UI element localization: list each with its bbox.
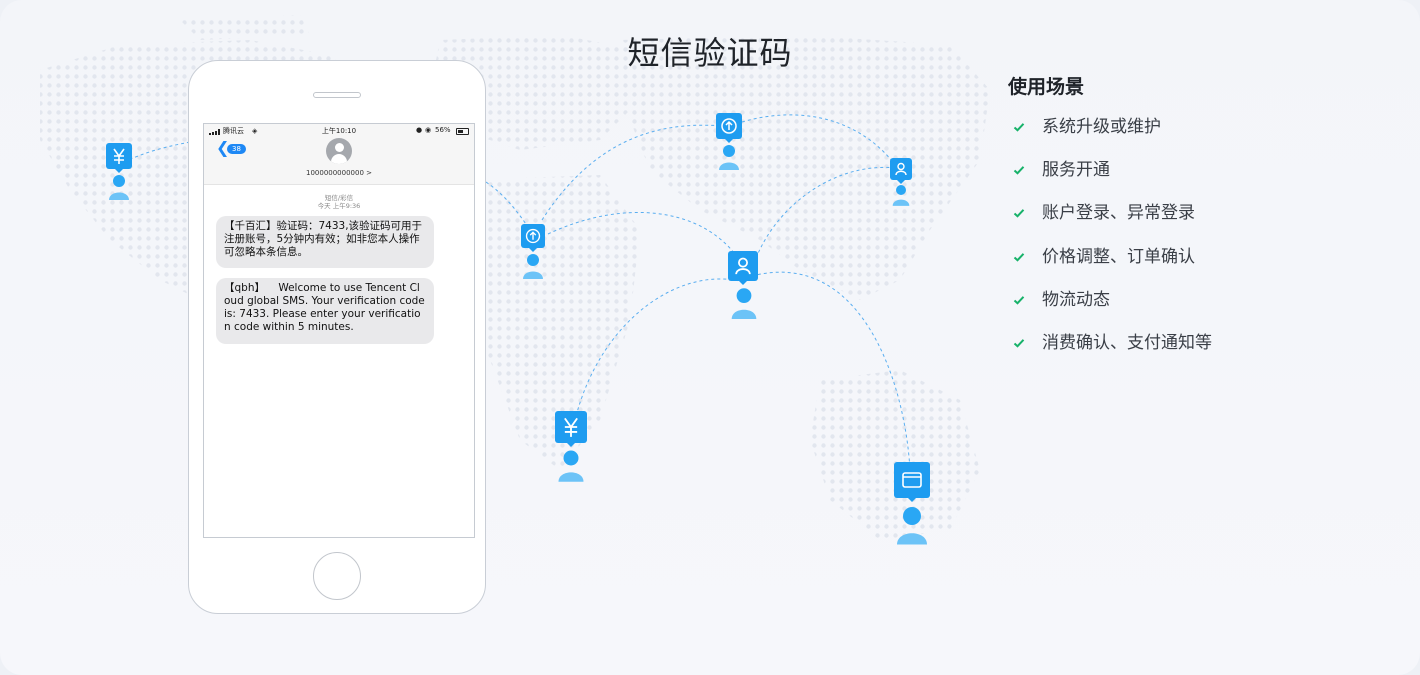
person-icon xyxy=(109,175,129,200)
person-icon xyxy=(523,254,543,279)
scenario-text: 消费确认、支付通知等 xyxy=(1042,333,1212,353)
scenario-text: 账户登录、异常登录 xyxy=(1042,203,1195,223)
check-icon xyxy=(1013,209,1025,218)
check-icon xyxy=(1013,296,1025,305)
message-timestamp: 今天 上午9:36 xyxy=(317,202,361,210)
upload-icon xyxy=(716,113,742,143)
upload-icon xyxy=(521,224,545,252)
wallet-icon xyxy=(894,462,930,502)
yuan-icon xyxy=(106,143,132,173)
signal-icon xyxy=(209,129,221,135)
scenario-text: 价格调整、订单确认 xyxy=(1042,247,1195,267)
lock-rotation-icon: ◉ xyxy=(425,126,432,134)
person-icon xyxy=(892,185,910,206)
scenario-text: 系统升级或维护 xyxy=(1042,117,1161,137)
user-icon xyxy=(728,251,758,285)
yuan-icon xyxy=(555,411,587,447)
person-icon xyxy=(719,145,739,170)
status-time: 上午10:10 xyxy=(321,127,357,135)
unread-badge: 38 xyxy=(227,144,246,154)
status-bar: 腾讯云 ◈ 上午10:10 ● ◉ 56% xyxy=(204,126,474,136)
phone-mockup: 腾讯云 ◈ 上午10:10 ● ◉ 56% ❮ 38 1000000000000… xyxy=(188,60,486,614)
check-icon xyxy=(1013,123,1025,132)
alarm-icon: ● xyxy=(416,126,423,134)
battery-percent: 56% xyxy=(435,126,451,134)
message-bubble: 【千百汇】验证码：7433,该验证码可用于注册账号，5分钟内有效；如非您本人操作… xyxy=(216,216,434,268)
message-type-label: 短信/彩信 xyxy=(324,194,354,202)
scenario-text: 服务开通 xyxy=(1042,160,1110,180)
contact-number[interactable]: 1000000000000 > xyxy=(306,169,372,177)
person-icon xyxy=(558,450,584,482)
person-icon xyxy=(731,288,757,319)
message-bubble: 【qbh】 Welcome to use Tencent Cloud globa… xyxy=(216,278,434,344)
phone-speaker xyxy=(313,92,361,98)
back-arrow-icon[interactable]: ❮ xyxy=(216,138,230,157)
contact-avatar[interactable] xyxy=(326,138,352,164)
scenario-text: 物流动态 xyxy=(1042,290,1110,310)
check-icon xyxy=(1013,339,1025,348)
user-icon xyxy=(890,158,912,184)
page-title: 短信验证码 xyxy=(627,34,793,72)
check-icon xyxy=(1013,253,1025,262)
scenarios-title: 使用场景 xyxy=(1008,76,1085,98)
check-icon xyxy=(1013,166,1025,175)
phone-screen: 腾讯云 ◈ 上午10:10 ● ◉ 56% ❮ 38 1000000000000… xyxy=(203,123,475,538)
wifi-icon: ◈ xyxy=(252,127,258,135)
battery-icon xyxy=(456,128,469,135)
carrier-name: 腾讯云 xyxy=(223,127,244,135)
home-button[interactable] xyxy=(313,552,361,600)
message-header: 腾讯云 ◈ 上午10:10 ● ◉ 56% ❮ 38 1000000000000… xyxy=(204,124,474,185)
person-icon xyxy=(897,507,927,545)
